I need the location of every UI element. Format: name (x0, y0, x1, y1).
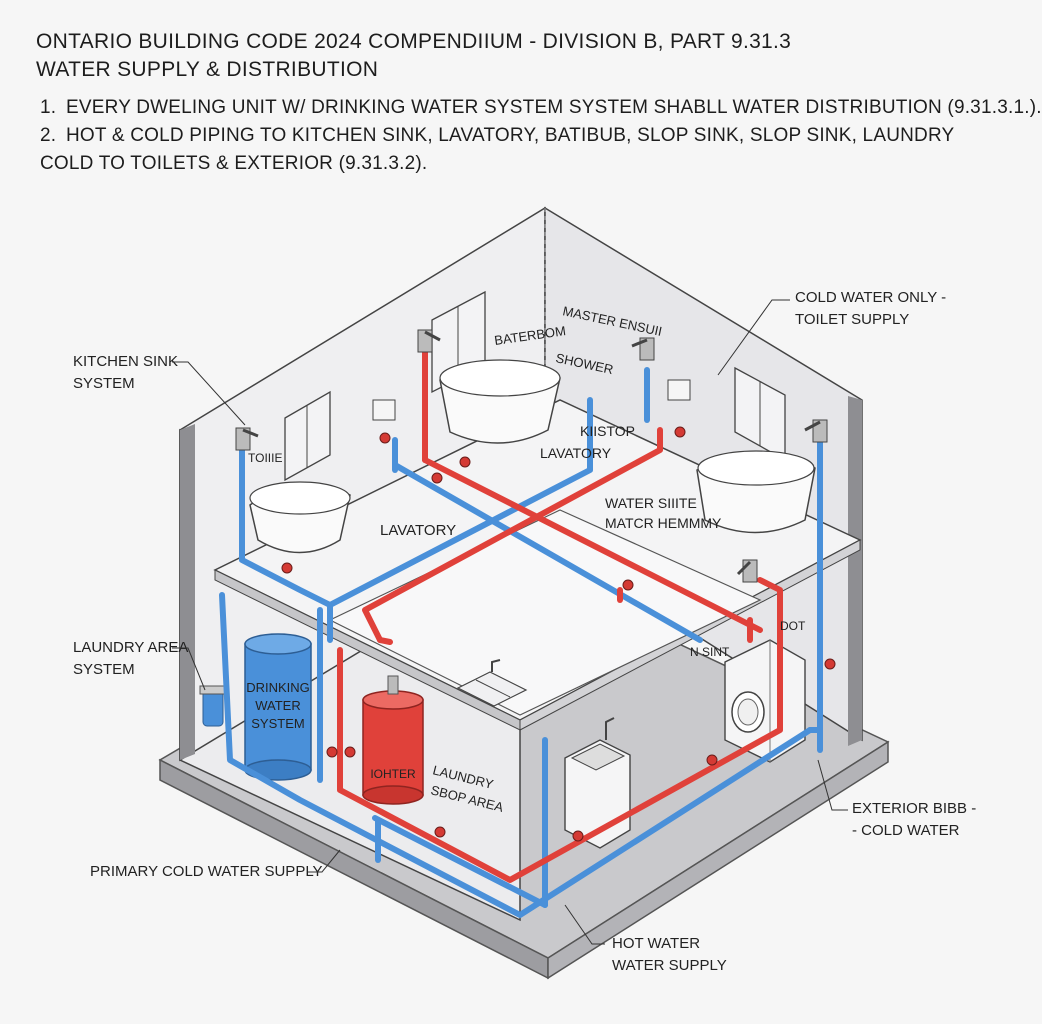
callout-text: WATER SUPPLY (612, 957, 727, 974)
bathtub-center (439, 359, 561, 444)
shutoff-valve-icons (281, 426, 836, 842)
heater-label: IOHTER (370, 767, 416, 781)
window-left (284, 390, 331, 482)
toilet-tank-right (667, 379, 691, 401)
callout-text: PRIMARY COLD WATER SUPPLY (90, 863, 323, 880)
faucet-kitchen-left (235, 427, 259, 451)
note-number: 1. (40, 97, 57, 118)
kitchen-sink (456, 659, 528, 707)
toilet-tank-left (372, 399, 396, 421)
label-water-suite-2: MATCR HEMMMY (605, 515, 722, 531)
callout-primary-cold: PRIMARY COLD WATER SUPPLY (90, 849, 341, 880)
callout-laundry-area: LAUNDRY AREA SYSTEM (73, 639, 206, 691)
note-text: HOT & COLD PIPING TO KITCHEN SINK, LAVAT… (66, 125, 955, 146)
drinking-water-tank: DRINKING WATER SYSTEM (244, 633, 312, 781)
callout-exterior-bibb: EXTERIOR BIBB - - COLD WATER (817, 759, 976, 839)
callout-text: TOILET SUPPLY (795, 311, 909, 328)
note-2: 2. HOT & COLD PIPING TO KITCHEN SINK, LAV… (40, 122, 1000, 150)
callout-text: COLD WATER ONLY - (795, 289, 946, 306)
note-text: EVERY DWELING UNIT W/ DRINKING WATER SYS… (66, 97, 1042, 118)
bathtub-left (249, 481, 351, 554)
note-1: 1. EVERY DWELING UNIT W/ DRINKING WATER S… (40, 94, 1042, 122)
faucet-ensuite (631, 337, 655, 361)
note-number: 2. (40, 125, 57, 146)
callout-text: EXTERIOR BIBB - (852, 800, 976, 817)
document-header: ONTARIO BUILDING CODE 2024 COMPENDIIUM -… (36, 28, 996, 84)
label-water-suite-1: WATER SIIITE (605, 495, 697, 511)
callout-text: HOT WATER (612, 935, 700, 952)
callout-text: - COLD WATER (852, 822, 960, 839)
washing-machine (724, 639, 806, 763)
tank-label-3: SYSTEM (251, 716, 304, 731)
tank-label-2: WATER (255, 698, 301, 713)
callout-hot-water: HOT WATER WATER SUPPLY (564, 904, 727, 974)
hot-water-piping (337, 342, 783, 883)
label-toilet-left: TOIIIE (248, 451, 282, 465)
callout-kitchen-sink: KITCHEN SINK SYSTEM (73, 353, 246, 426)
bathtub-right (696, 450, 816, 534)
code-notes: 1. EVERY DWELING UNIT W/ DRINKING WATER S… (40, 94, 1042, 178)
label-kiistop: KIISTOP (580, 423, 635, 439)
bathtubs (249, 359, 816, 554)
label-sink: N SINT (690, 645, 730, 659)
document-subtitle: WATER SUPPLY & DISTRIBUTION (36, 58, 379, 81)
callout-text: KITCHEN SINK (73, 353, 178, 370)
note-2-continuation: COLD TO TOILETS & EXTERIOR (9.31.3.2). (40, 153, 428, 174)
callout-text: SYSTEM (73, 661, 135, 678)
callout-text: SYSTEM (73, 375, 135, 392)
document-title: ONTARIO BUILDING CODE 2024 COMPENDIIUM -… (36, 30, 792, 53)
label-lavatory-upper: LAVATORY (540, 445, 612, 461)
tank-label-1: DRINKING (246, 680, 310, 695)
fixture-valves (235, 329, 836, 842)
water-filter (199, 685, 227, 727)
faucet-bath-center (417, 329, 441, 353)
label-dot: DOT (780, 619, 806, 633)
label-lavatory-mid: LAVATORY (380, 522, 456, 539)
cold-water-piping (219, 367, 823, 918)
faucet-upper-hot (736, 559, 758, 583)
room-labels: BATERBOM MASTER ENSUII SHOWER KIISTOP LA… (248, 303, 806, 815)
callout-cold-only: COLD WATER ONLY - TOILET SUPPLY (717, 289, 946, 376)
water-heater: IOHTER (362, 675, 424, 805)
callout-text: LAUNDRY AREA (73, 639, 188, 656)
faucet-right-bath (804, 419, 828, 443)
